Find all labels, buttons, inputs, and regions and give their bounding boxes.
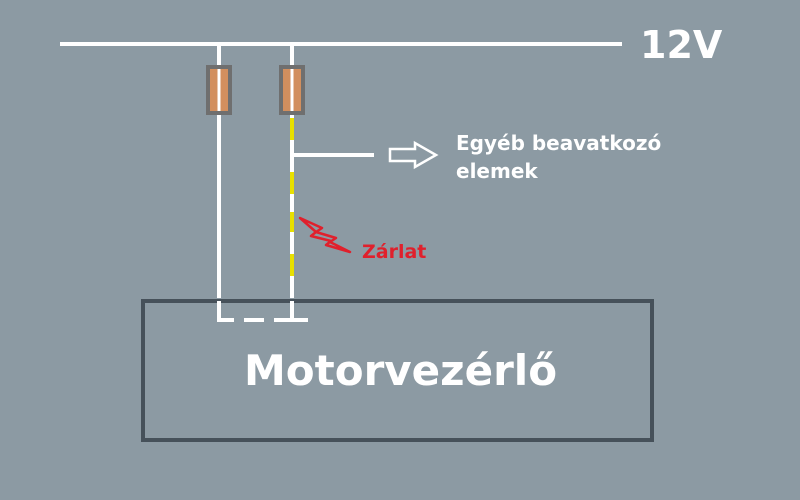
ecu-box [141,299,654,442]
internal-connection [217,301,308,322]
short-circuit-label: Zárlat [362,241,427,263]
fuse-right [279,65,305,115]
other-actuators-label-line1: Egyéb beavatkozó [456,131,662,155]
arrow-right-icon [388,140,439,170]
ecu-label: Motorvezérlő [244,346,558,395]
supply-voltage-label: 12V [640,23,723,67]
other-actuators-label-line2: elemek [456,159,538,183]
lightning-icon [298,216,352,254]
fuse-left [206,65,232,115]
